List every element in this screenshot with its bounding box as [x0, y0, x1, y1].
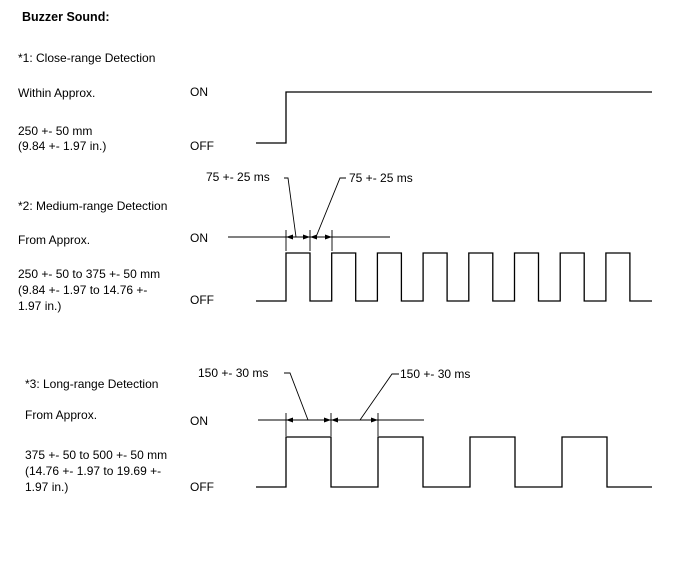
long-range-off-label: OFF [190, 480, 214, 494]
long-range-range-line: 375 +- 50 to 500 +- 50 mm [25, 448, 168, 462]
close-range-heading: *1: Close-range Detection [18, 51, 156, 65]
close-range-on-label: ON [190, 85, 208, 99]
medium-range-range-line: 1.97 in.) [18, 299, 62, 313]
medium-range-from-label: From Approx. [18, 233, 91, 247]
long-range-range-line: (14.76 +- 1.97 to 19.69 +- [25, 464, 162, 478]
medium-range-dimension [228, 177, 390, 251]
long-range-arrowheads [286, 417, 378, 423]
page-title: Buzzer Sound: [22, 10, 110, 24]
long-range-timing-label: 150 +- 30 ms [198, 366, 269, 380]
long-range-from-label: From Approx. [25, 408, 98, 422]
medium-range-timing-label: 75 +- 25 ms [206, 170, 270, 184]
close-range-range-line: 250 +- 50 mm [18, 124, 93, 138]
long-range-waveform [256, 436, 652, 488]
medium-range-range-line: 250 +- 50 to 375 +- 50 mm [18, 267, 161, 281]
medium-range-arrowheads [286, 234, 332, 240]
close-range-waveform [256, 91, 652, 144]
medium-range-waveform [256, 252, 652, 302]
long-range-timing-label: 150 +- 30 ms [400, 367, 471, 381]
medium-range-timing-label: 75 +- 25 ms [349, 171, 413, 185]
long-range-range-line: 1.97 in.) [25, 480, 69, 494]
long-range-on-label: ON [190, 414, 208, 428]
close-range-range-line: (9.84 +- 1.97 in.) [18, 139, 107, 153]
long-range-dimension [258, 372, 424, 436]
medium-range-on-label: ON [190, 231, 208, 245]
close-range-off-label: OFF [190, 139, 214, 153]
close-range-from-label: Within Approx. [18, 86, 96, 100]
long-range-heading: *3: Long-range Detection [25, 377, 159, 391]
medium-range-heading: *2: Medium-range Detection [18, 199, 168, 213]
medium-range-off-label: OFF [190, 293, 214, 307]
medium-range-range-line: (9.84 +- 1.97 to 14.76 +- [18, 283, 148, 297]
